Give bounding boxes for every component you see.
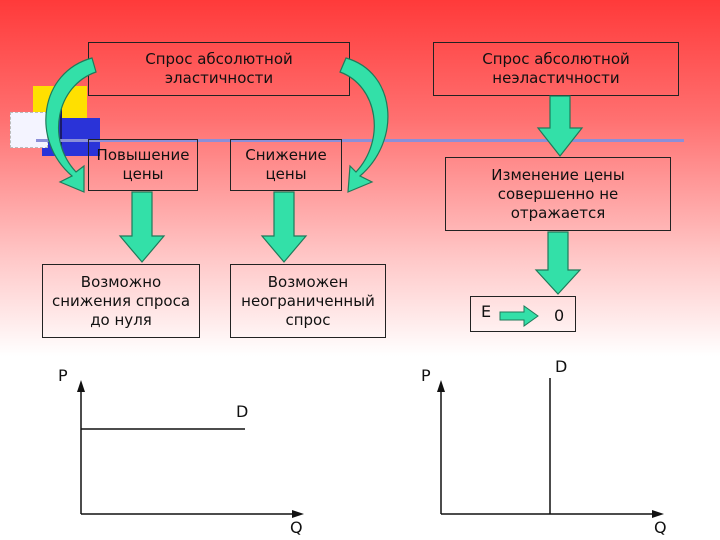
right-graph-d-label: D [555, 357, 568, 376]
left-graph-d-label: D [236, 402, 249, 421]
down-arrow-price-increase [118, 191, 166, 263]
box-demand-drop-to-zero: Возможно снижения спроса до нуля [42, 264, 200, 338]
box-price-change-not-reflected: Изменение цены совершенно не отражается [445, 157, 671, 231]
elasticity-label: E [481, 302, 492, 321]
curved-arrow-right [339, 57, 389, 193]
right-graph-y-arrowhead [437, 380, 445, 392]
curved-arrow-left [45, 57, 97, 193]
down-arrow-price-change [534, 231, 582, 295]
box-elasticity-zero [470, 296, 576, 332]
down-arrow-inelastic [536, 95, 584, 157]
divider-line [36, 139, 684, 142]
left-graph-y-arrowhead [77, 380, 85, 392]
box-unlimited-demand: Возможен неограниченный спрос [230, 264, 386, 338]
right-graph-p-label: P [421, 366, 431, 385]
right-graph-q-label: Q [654, 518, 667, 537]
left-graph-q-label: Q [290, 518, 303, 537]
right-graph-x-arrowhead [652, 510, 664, 518]
box-absolute-elastic: Спрос абсолютной эластичности [88, 42, 350, 96]
box-price-decrease: Снижение цены [230, 139, 342, 191]
box-price-increase: Повышение цены [88, 139, 198, 191]
left-graph-x-arrowhead [292, 510, 304, 518]
left-graph-p-label: P [58, 366, 68, 385]
e-arrow [499, 305, 539, 327]
decor-vertical-line [60, 84, 62, 156]
elasticity-value: 0 [554, 306, 565, 325]
down-arrow-price-decrease [260, 191, 308, 263]
decor-white-square [10, 112, 48, 148]
